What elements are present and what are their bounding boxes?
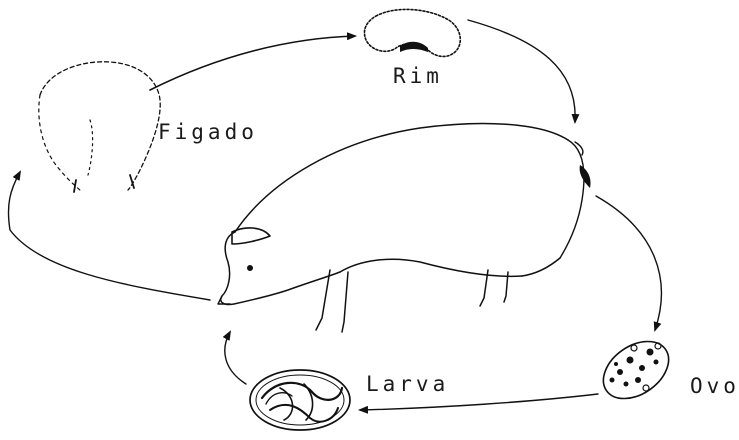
egg-illustration bbox=[602, 340, 670, 400]
arrow-liver-to-kidney bbox=[149, 32, 357, 91]
cycle-arrows bbox=[7, 19, 662, 414]
arrow-kidney-to-pig bbox=[467, 19, 580, 124]
arrow-pig-to-liver bbox=[7, 170, 211, 301]
label-larva: Larva bbox=[366, 372, 450, 396]
arrow-pig-to-egg bbox=[595, 195, 662, 332]
pig-illustration bbox=[217, 122, 591, 333]
kidney-illustration bbox=[363, 8, 462, 58]
liver-illustration bbox=[38, 61, 161, 193]
arrow-larva-to-pig bbox=[222, 330, 247, 385]
label-figado: Figado bbox=[158, 120, 258, 144]
arrow-egg-to-larva bbox=[358, 393, 599, 414]
label-rim: Rim bbox=[393, 64, 443, 88]
larva-illustration bbox=[249, 369, 351, 431]
label-ovo: Ovo bbox=[690, 374, 739, 398]
